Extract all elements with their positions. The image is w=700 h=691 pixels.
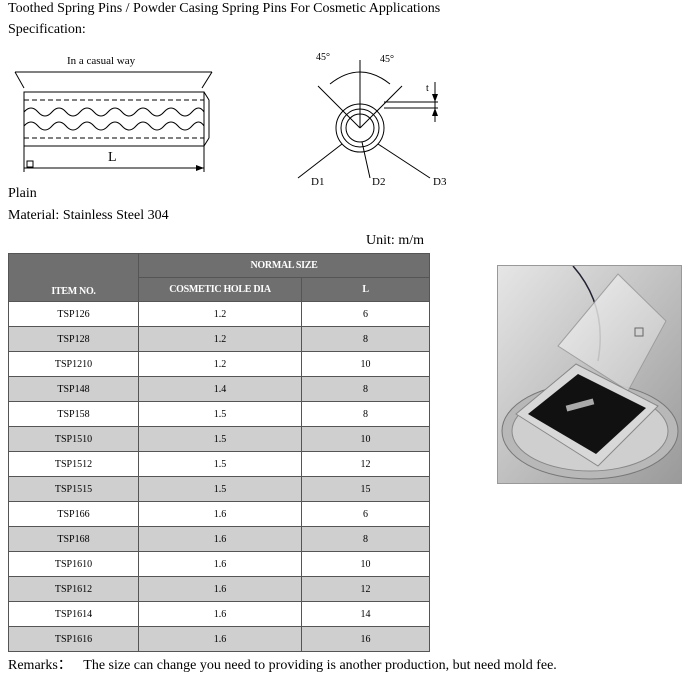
side-note: In a casual way — [67, 55, 136, 67]
spring-pin-side-drawing — [14, 71, 213, 172]
spring-pin-end-drawing — [297, 60, 438, 179]
cell-l: 10 — [301, 351, 430, 377]
cell-item: TSP1512 — [8, 451, 139, 477]
material-line: Material: Stainless Steel 304 — [8, 208, 169, 224]
cell-dia: 1.6 — [138, 526, 302, 552]
product-photo — [497, 265, 682, 484]
cell-l: 10 — [301, 551, 430, 577]
header-l: L — [301, 277, 430, 302]
header-normal-size: NORMAL SIZE — [138, 253, 430, 278]
d1-label: D1 — [311, 176, 325, 188]
d2-label: D2 — [372, 176, 386, 188]
material-value: Stainless Steel 304 — [62, 208, 169, 223]
remarks: Remarks： The size can change you need to… — [8, 654, 557, 674]
cell-l: 6 — [301, 301, 430, 327]
cell-l: 15 — [301, 476, 430, 502]
cell-item: TSP168 — [8, 526, 139, 552]
cell-dia: 1.6 — [138, 576, 302, 602]
cell-dia: 1.6 — [138, 601, 302, 627]
cell-dia: 1.6 — [138, 501, 302, 527]
cell-item: TSP1612 — [8, 576, 139, 602]
unit-label: Unit: m/m — [366, 233, 424, 248]
remarks-text: The size can change you need to providin… — [83, 658, 557, 673]
cell-l: 12 — [301, 451, 430, 477]
page-title: Toothed Spring Pins / Powder Casing Spri… — [8, 1, 441, 16]
cell-item: TSP1616 — [8, 626, 139, 652]
header-item-no: ITEM NO. — [8, 253, 139, 302]
cell-l: 10 — [301, 426, 430, 452]
cell-l: 6 — [301, 501, 430, 527]
cell-item: TSP128 — [8, 326, 139, 352]
cell-l: 16 — [301, 626, 430, 652]
type-label: Plain — [8, 186, 37, 201]
cell-l: 12 — [301, 576, 430, 602]
cell-item: TSP126 — [8, 301, 139, 327]
cell-item: TSP158 — [8, 401, 139, 427]
cell-l: 8 — [301, 376, 430, 402]
cell-item: TSP1515 — [8, 476, 139, 502]
cell-l: 14 — [301, 601, 430, 627]
cell-l: 8 — [301, 401, 430, 427]
cell-dia: 1.5 — [138, 426, 302, 452]
cell-item: TSP166 — [8, 501, 139, 527]
cell-dia: 1.4 — [138, 376, 302, 402]
header-cosmetic-hole-dia: COSMETIC HOLE DIA — [138, 277, 302, 302]
specification-label: Specification: — [8, 22, 86, 37]
cell-item: TSP1210 — [8, 351, 139, 377]
material-label: Material: — [8, 208, 60, 223]
cell-dia: 1.5 — [138, 401, 302, 427]
angle-left-label: 45° — [316, 52, 330, 63]
cell-l: 8 — [301, 526, 430, 552]
cell-item: TSP1510 — [8, 426, 139, 452]
spec-table: ITEM NO. NORMAL SIZE COSMETIC HOLE DIA L… — [8, 253, 430, 652]
cell-dia: 1.6 — [138, 551, 302, 577]
cell-dia: 1.5 — [138, 476, 302, 502]
cell-l: 8 — [301, 326, 430, 352]
cell-dia: 1.6 — [138, 626, 302, 652]
thickness-label: t — [426, 83, 429, 94]
cell-item: TSP148 — [8, 376, 139, 402]
cell-dia: 1.5 — [138, 451, 302, 477]
cell-dia: 1.2 — [138, 326, 302, 352]
d3-label: D3 — [433, 176, 447, 188]
cell-item: TSP1614 — [8, 601, 139, 627]
cell-item: TSP1610 — [8, 551, 139, 577]
remarks-label: Remarks： — [8, 658, 72, 673]
length-label: L — [108, 150, 117, 165]
cell-dia: 1.2 — [138, 301, 302, 327]
angle-right-label: 45° — [380, 54, 394, 65]
cell-dia: 1.2 — [138, 351, 302, 377]
